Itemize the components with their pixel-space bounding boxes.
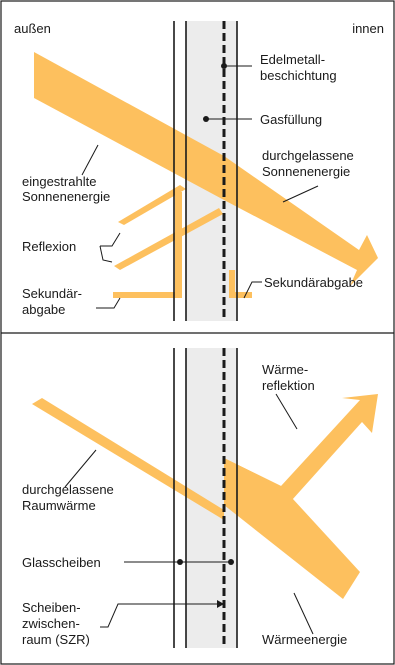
heat-reflection-label-line1: Wärme- <box>262 362 308 377</box>
secondary-outer-leader <box>96 297 121 309</box>
reflection-leader-upper <box>100 232 121 247</box>
coating-label-line1: Edelmetall- <box>260 52 325 67</box>
glass-panes-label: Glasscheiben <box>22 555 101 570</box>
secondary-outer-label-line2: abgabe <box>22 302 65 317</box>
secondary-inner-label: Sekundärabgabe <box>264 275 363 290</box>
heat-reflection-arrow <box>224 394 378 505</box>
transmitted-solar-arrow <box>224 156 378 286</box>
room-heat-label-line1: durchgelassene <box>22 482 114 497</box>
secondary-outer-label-line1: Sekundär- <box>22 286 82 301</box>
heat-reflection-leader <box>275 393 298 430</box>
outer-glass-pane <box>174 348 186 648</box>
coating-dot <box>221 63 227 69</box>
transmitted-room-heat-arrow <box>32 398 224 520</box>
cavity-label-line2: zwischen- <box>22 616 80 631</box>
reflection-ray-lower <box>114 208 223 270</box>
secondary-release-outer-arrow <box>113 192 182 298</box>
room-heat-leader <box>64 449 97 488</box>
room-heat-label-line2: Raumwärme <box>22 498 96 513</box>
heat-energy-label: Wärmeenergie <box>262 632 347 647</box>
reflection-ray-upper <box>118 185 186 225</box>
gas-dot <box>203 116 209 122</box>
incoming-leader <box>81 144 99 176</box>
secondary-release-inner-arrow <box>229 270 252 298</box>
coating-label-line2: beschichtung <box>260 68 337 83</box>
heat-energy-leader <box>293 592 314 635</box>
bottom-panel: Wärme- reflektion durchgelassene Raumwär… <box>22 348 378 648</box>
incoming-solar-beam <box>34 52 224 200</box>
glass-dot-inner <box>228 559 234 565</box>
outside-label: außen <box>14 21 51 36</box>
top-panel: außen innen Edelmetall- beschichtung Gas… <box>14 21 384 321</box>
transmitted-solar-label-line2: Sonnenenergie <box>262 164 350 179</box>
cavity-label-line3: raum (SZR) <box>22 632 90 647</box>
cavity-leader <box>100 603 186 628</box>
cavity-label-line1: Scheiben- <box>22 600 81 615</box>
heat-reflection-label-line2: reflektion <box>262 378 315 393</box>
gas-fill-label: Gasfüllung <box>260 112 322 127</box>
reflection-label: Reflexion <box>22 239 76 254</box>
glass-dot-outer <box>177 559 183 565</box>
incoming-solar-label-line1: eingestrahlte <box>22 174 96 189</box>
incoming-solar-label-line2: Sonnenenergie <box>22 189 110 204</box>
reflection-leader-lower <box>99 245 113 263</box>
transmitted-solar-label-line1: durchgelassene <box>262 148 354 163</box>
transmitted-leader <box>282 185 319 203</box>
cavity-arrowhead <box>217 600 224 608</box>
secondary-inner-leader <box>243 281 262 299</box>
inside-label: innen <box>352 21 384 36</box>
